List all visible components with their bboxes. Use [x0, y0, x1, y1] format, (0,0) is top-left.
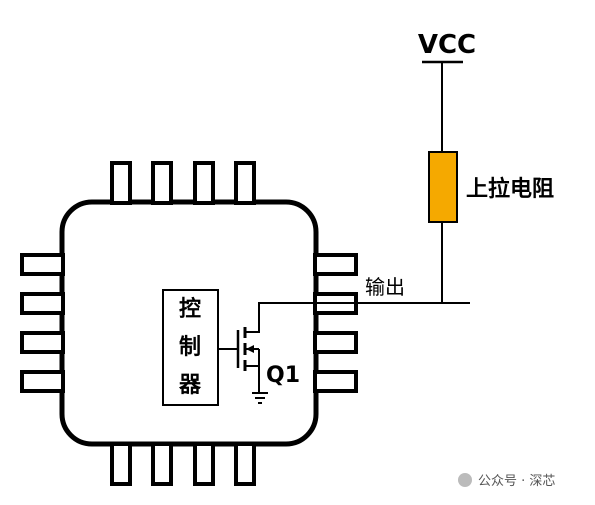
controller-box [162, 289, 219, 406]
watermark-text: 公众号 · 深芯 [478, 474, 555, 489]
pullup-resistor [428, 151, 458, 223]
resistor-label: 上拉电阻 [466, 176, 554, 202]
controller-char-2: 制 [179, 335, 201, 360]
ground-symbol [252, 392, 268, 404]
watermark: 公众号 · 深芯 [458, 473, 555, 489]
chip-right-pins [313, 253, 358, 393]
transistor-label: Q1 [266, 363, 300, 388]
drain-wire [258, 302, 470, 305]
output-label: 输出 [365, 275, 405, 299]
chip-top-pins [110, 161, 256, 205]
vcc-label: VCC [418, 30, 476, 60]
wechat-icon [458, 473, 472, 487]
controller-char-3: 器 [178, 373, 202, 398]
controller-char-1: 控 [179, 296, 201, 322]
chip-bottom-pins [110, 442, 256, 486]
mosfet-arrow [246, 345, 254, 353]
chip-left-pins [20, 253, 65, 393]
